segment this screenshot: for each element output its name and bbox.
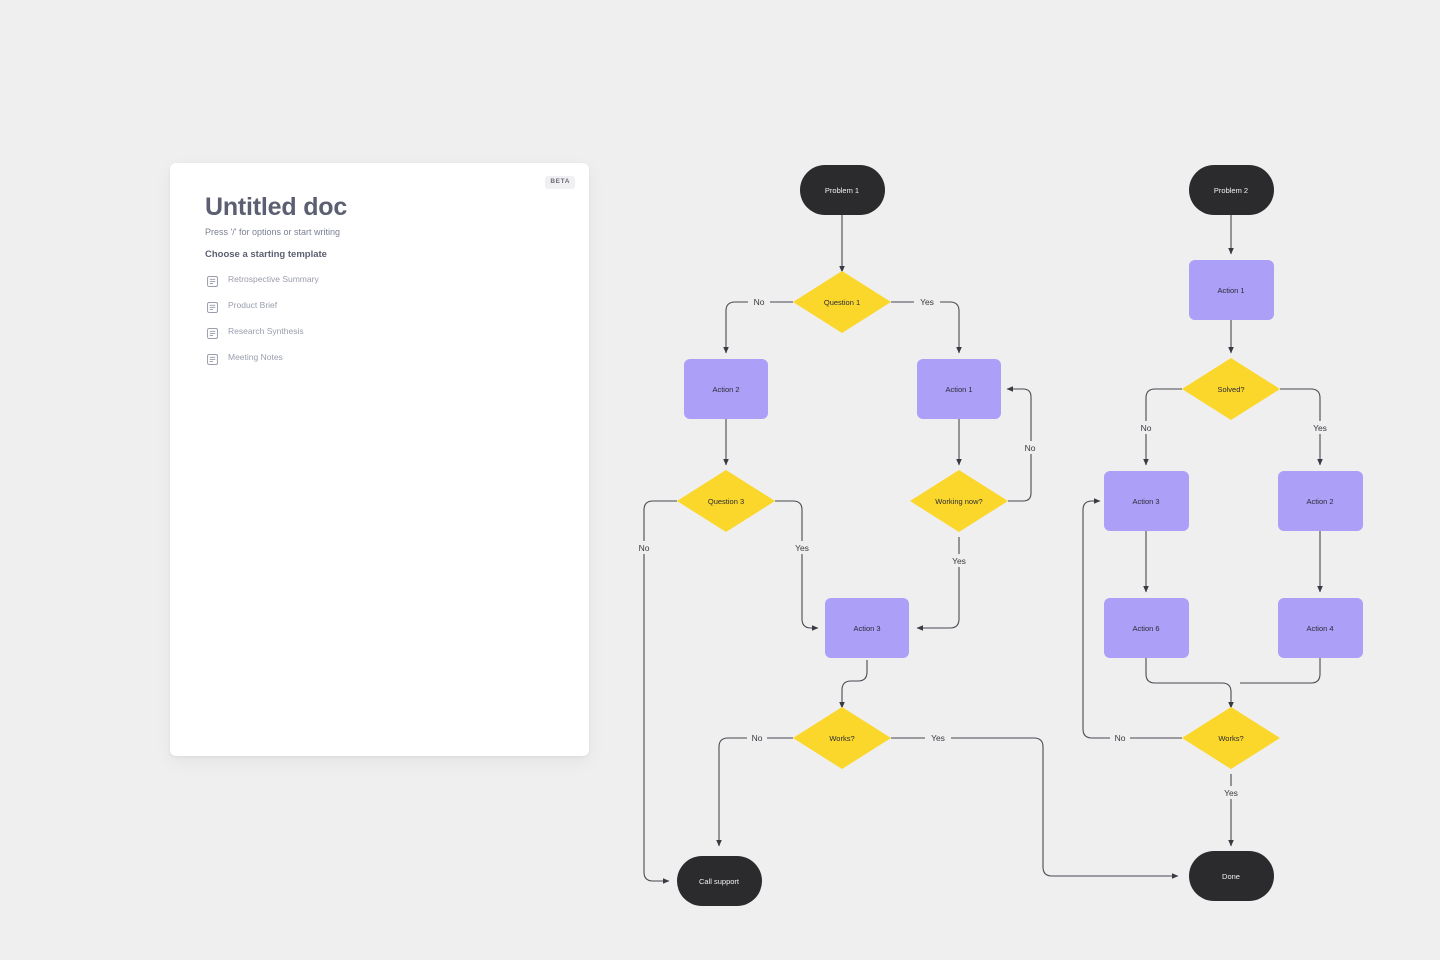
node-action1-right[interactable]: Action 1: [1189, 260, 1274, 320]
edge-label-question3-yes: Yes: [795, 543, 809, 553]
node-label: Done: [1222, 872, 1240, 881]
edge-label-question3-no: No: [639, 543, 650, 553]
node-action2-left[interactable]: Action 2: [684, 359, 768, 419]
document-icon: [207, 300, 218, 313]
edge-label-works-no-right: No: [1115, 733, 1126, 743]
node-working-now[interactable]: Working now?: [910, 470, 1008, 532]
edge-label-solved-no: No: [1141, 423, 1152, 433]
node-solved[interactable]: Solved?: [1182, 358, 1280, 420]
edge-question1-action2-no: [723, 301, 793, 354]
node-label: Action 4: [1306, 624, 1333, 633]
template-section-title: Choose a starting template: [205, 249, 327, 260]
edge-label-workingnow-no: No: [1025, 443, 1036, 453]
edge-label-question1-yes: Yes: [920, 297, 934, 307]
edge-label-works-no-left: No: [752, 733, 763, 743]
node-done[interactable]: Done: [1189, 851, 1274, 901]
node-problem2[interactable]: Problem 2: [1189, 165, 1274, 215]
edge-works-done-yes: [891, 737, 1179, 879]
template-item-product-brief[interactable]: Product Brief: [207, 295, 547, 315]
edge-workingnow-action3-yes: [916, 537, 960, 631]
template-item-label: Product Brief: [228, 300, 278, 310]
node-label: Working now?: [935, 497, 982, 506]
node-question3[interactable]: Question 3: [677, 470, 775, 532]
node-action3-right[interactable]: Action 3: [1104, 471, 1189, 531]
node-action4[interactable]: Action 4: [1278, 598, 1363, 658]
edge-question1-action1-yes: [891, 301, 962, 354]
document-icon: [207, 274, 218, 287]
template-item-meeting-notes[interactable]: Meeting Notes: [207, 347, 547, 367]
node-action2-right[interactable]: Action 2: [1278, 471, 1363, 531]
document-hint-text: Press '/' for options or start writing: [205, 227, 340, 237]
node-label: Problem 2: [1214, 186, 1248, 195]
node-label: Works?: [829, 734, 854, 743]
edge-label-solved-yes: Yes: [1313, 423, 1327, 433]
document-title[interactable]: Untitled doc: [205, 193, 348, 221]
node-works-left[interactable]: Works?: [793, 707, 891, 769]
template-item-label: Meeting Notes: [228, 352, 283, 362]
node-works-right[interactable]: Works?: [1182, 707, 1280, 769]
node-label: Problem 1: [825, 186, 859, 195]
node-label: Action 1: [1217, 286, 1244, 295]
node-question1[interactable]: Question 1: [793, 271, 891, 333]
node-label: Question 1: [824, 298, 860, 307]
document-icon: [207, 326, 218, 339]
edge-question3-callsupport-no: [643, 500, 677, 884]
edge-label-question1-no: No: [754, 297, 765, 307]
node-label: Action 2: [712, 385, 739, 394]
beta-badge: BETA: [545, 176, 575, 189]
node-label: Action 6: [1132, 624, 1159, 633]
edge-question3-action3-yes: [775, 500, 819, 631]
edge-solved-action3-no: [1143, 388, 1182, 466]
node-label: Action 1: [945, 385, 972, 394]
edge-action3-works: [839, 660, 868, 709]
edge-works-callsupport-no: [716, 737, 793, 847]
edge-label-workingnow-yes: Yes: [952, 556, 966, 566]
edge-label-works-yes-left: Yes: [931, 733, 945, 743]
node-problem1[interactable]: Problem 1: [800, 165, 885, 215]
node-action1-left[interactable]: Action 1: [917, 359, 1001, 419]
node-label: Action 2: [1306, 497, 1333, 506]
edge-label-group-right: No Yes No Yes: [1110, 421, 1333, 799]
node-action6[interactable]: Action 6: [1104, 598, 1189, 658]
template-item-label: Retrospective Summary: [228, 274, 319, 284]
node-label: Action 3: [1132, 497, 1159, 506]
node-label: Question 3: [708, 497, 744, 506]
node-call-support[interactable]: Call support: [677, 856, 762, 906]
template-list: Retrospective Summary Product Brief: [207, 269, 547, 373]
edge-label-group-left: No Yes No No Yes Yes No Yes: [634, 294, 1041, 744]
document-icon: [207, 352, 218, 365]
edge-works-action3-no: [1082, 498, 1182, 739]
node-label: Call support: [699, 877, 740, 886]
edge-solved-action2-yes: [1280, 388, 1323, 466]
node-label: Action 3: [853, 624, 880, 633]
edge-action4-works: [1240, 658, 1321, 684]
node-label: Works?: [1218, 734, 1243, 743]
edge-label-works-yes-right: Yes: [1224, 788, 1238, 798]
edge-action6-works: [1145, 658, 1234, 709]
node-label: Solved?: [1217, 385, 1244, 394]
template-item-retrospective-summary[interactable]: Retrospective Summary: [207, 269, 547, 289]
template-item-research-synthesis[interactable]: Research Synthesis: [207, 321, 547, 341]
document-panel[interactable]: BETA Untitled doc Press '/' for options …: [170, 163, 589, 756]
template-item-label: Research Synthesis: [228, 326, 304, 336]
node-action3-left[interactable]: Action 3: [825, 598, 909, 658]
